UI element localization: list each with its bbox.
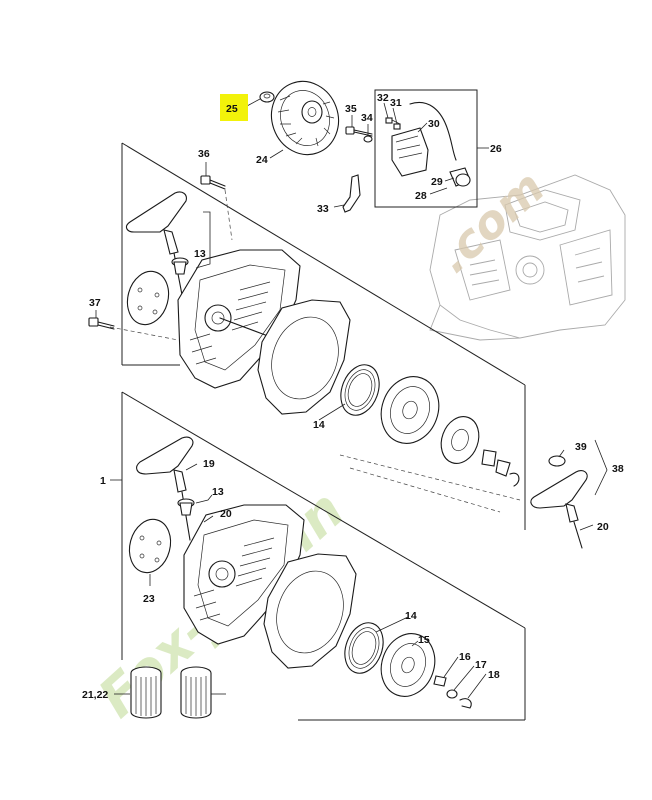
callout-29: 29 xyxy=(431,176,443,188)
engine-block-drawing xyxy=(429,174,626,341)
lower-fan-housing xyxy=(183,504,305,645)
alignment-lines xyxy=(109,189,521,513)
part-25-nut xyxy=(259,91,275,103)
callout-34: 34 xyxy=(361,112,373,124)
part-14-upper-spring xyxy=(340,364,380,416)
lower-rewind-cover xyxy=(263,553,357,669)
callout-23: 23 xyxy=(143,593,155,605)
part-13-upper-grommet xyxy=(171,257,189,275)
callout-32: 32 xyxy=(377,92,389,104)
callout-14-upper: 14 xyxy=(313,419,325,431)
highlight-box xyxy=(220,94,248,121)
callout-13-upper: 13 xyxy=(194,248,206,260)
callout-26: 26 xyxy=(490,143,502,155)
part-14-lower-spring xyxy=(344,622,384,674)
callout-36: 36 xyxy=(198,148,210,160)
upper-rope-rotor xyxy=(380,376,440,444)
upper-starter-decal-plate xyxy=(126,270,170,326)
part-15-rope-rotor xyxy=(380,633,436,697)
part-30-ignition-module xyxy=(391,102,457,177)
part-39-cap xyxy=(548,455,566,467)
callout-1: 1 xyxy=(100,475,106,487)
callout-28: 28 xyxy=(415,190,427,202)
callout-35: 35 xyxy=(345,103,357,115)
lower-starter-handle xyxy=(136,436,194,541)
part-38-handle xyxy=(530,470,588,549)
callout-19: 19 xyxy=(203,458,215,470)
callout-labels: 25 24 35 34 32 31 30 26 29 28 33 36 13 3… xyxy=(82,92,624,701)
callout-24: 24 xyxy=(256,154,268,166)
part-31-32-screws xyxy=(385,117,401,130)
callout-20-lower: 20 xyxy=(220,508,232,520)
callout-30: 30 xyxy=(428,118,440,130)
callout-leaders xyxy=(95,98,608,699)
part-34-washer xyxy=(363,135,373,143)
part-16-18-small-parts xyxy=(433,675,472,709)
part-23-decal-plate xyxy=(128,518,172,574)
callout-15: 15 xyxy=(418,634,430,646)
callout-33: 33 xyxy=(317,203,329,215)
callout-20-right: 20 xyxy=(597,521,609,533)
callout-39: 39 xyxy=(575,441,587,453)
part-35-screw xyxy=(345,126,373,137)
part-36-screw xyxy=(200,175,226,190)
part-21-22-filters xyxy=(130,666,212,719)
callout-38: 38 xyxy=(612,463,624,475)
callout-21-22: 21,22 xyxy=(82,689,108,701)
upper-rewind-cover xyxy=(257,299,351,415)
callout-25: 25 xyxy=(226,103,238,115)
part-33-lever xyxy=(342,174,361,213)
watermark-suffix: .com xyxy=(426,160,554,283)
callout-14-lower: 14 xyxy=(405,610,417,622)
part-13-lower-grommet xyxy=(177,498,195,516)
callout-31: 31 xyxy=(390,97,402,109)
callout-17: 17 xyxy=(475,659,487,671)
callout-16: 16 xyxy=(459,651,471,663)
callout-18: 18 xyxy=(488,669,500,681)
part-37-screw xyxy=(88,317,115,330)
callout-13-lower: 13 xyxy=(212,486,224,498)
part-24-flywheel xyxy=(270,80,340,156)
upper-pawls-and-springs xyxy=(481,449,520,487)
assembly-frames xyxy=(121,89,526,721)
part-29-spark-plug-boot xyxy=(449,167,471,187)
callout-37: 37 xyxy=(89,297,101,309)
upper-pawl-disc xyxy=(440,416,480,464)
